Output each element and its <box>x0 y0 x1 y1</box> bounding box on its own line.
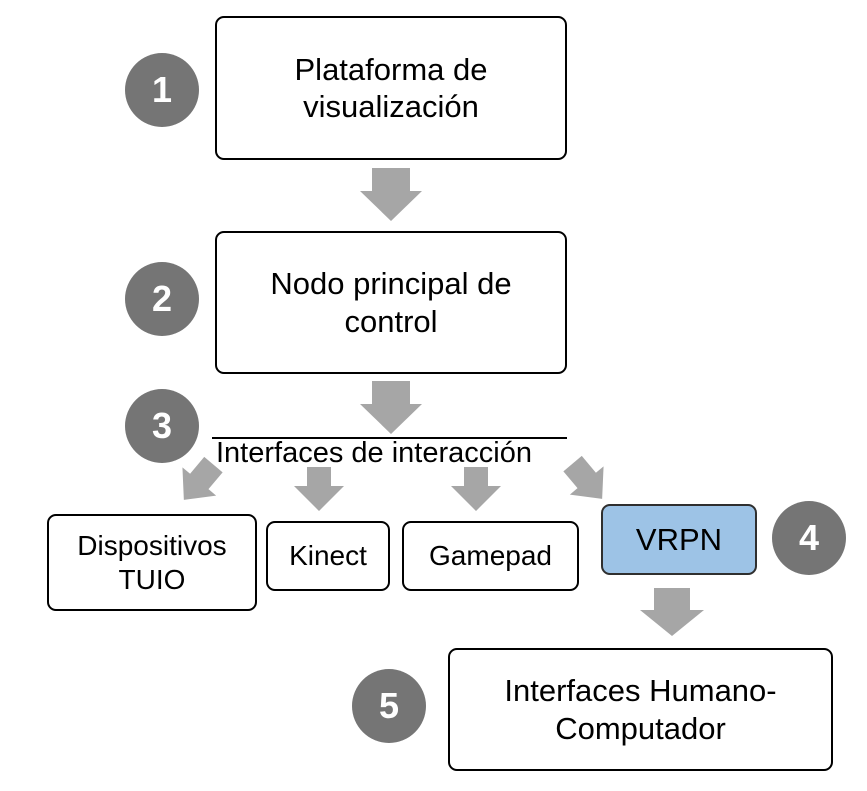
arrow-to-kinect <box>294 467 344 511</box>
arrow-to-gamepad <box>451 467 501 511</box>
arrow-to-vrpn-group <box>563 455 604 499</box>
arrow-to-tuio-group <box>182 456 223 500</box>
kinect-box: Kinect <box>266 521 390 591</box>
vrpn-label: VRPN <box>635 521 723 557</box>
control-node-box: Nodo principal de control <box>215 231 567 374</box>
visualization-platform-line2: visualización <box>303 89 479 124</box>
hci-line2: Computador <box>555 710 726 746</box>
step-badge-1: 1 <box>125 53 199 127</box>
kinect-label: Kinect <box>289 540 367 572</box>
step-badge-2: 2 <box>125 262 199 336</box>
vrpn-box: VRPN <box>601 504 757 575</box>
gamepad-box: Gamepad <box>402 521 579 591</box>
visualization-platform-line1: Plataforma de <box>294 51 488 87</box>
arrow-down-2 <box>360 381 422 434</box>
step-badge-3: 3 <box>125 389 199 463</box>
arrow-down-1 <box>360 168 422 221</box>
tuio-line1: Dispositivos <box>77 529 227 561</box>
step-badge-5: 5 <box>352 669 426 743</box>
tuio-line2: TUIO <box>118 563 186 595</box>
visualization-platform-box: Plataforma de visualización <box>215 16 567 160</box>
interaction-interfaces-label: Interfaces de interacción <box>216 437 532 469</box>
hci-line1: Interfaces Humano- <box>504 673 777 709</box>
control-node-line1: Nodo principal de <box>270 266 512 302</box>
hci-box: Interfaces Humano- Computador <box>448 648 833 771</box>
step-badge-4: 4 <box>772 501 846 575</box>
tuio-devices-box: Dispositivos TUIO <box>47 514 257 611</box>
control-node-line2: control <box>344 303 438 339</box>
arrow-to-hci <box>640 588 704 636</box>
gamepad-label: Gamepad <box>429 540 552 572</box>
